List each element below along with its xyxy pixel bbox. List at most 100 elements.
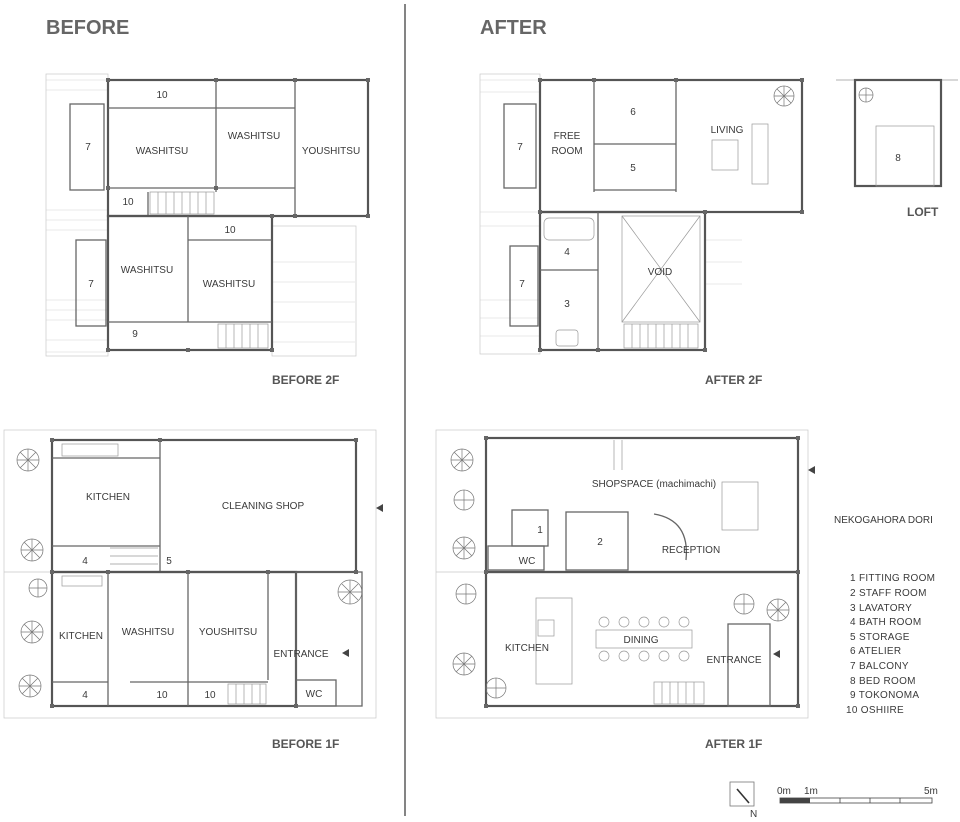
after-2f-balcony-top [503, 103, 537, 189]
before-1f-kitchen-counter-2 [61, 575, 103, 587]
before-1f-kitchen-counter [61, 443, 119, 457]
after-1f-entry-arrow-2 [773, 650, 780, 658]
before-1f-label-10b: 10 [204, 690, 216, 701]
before-1f-label-kitchen-1: KITCHEN [86, 492, 130, 503]
loft-caption: LOFT [907, 205, 939, 219]
before-1f-trees [16, 448, 363, 698]
before-1f-stairs [110, 547, 267, 705]
after-2f-sofa [751, 123, 769, 185]
before-1f-label-youshitsu: YOUSHITSU [199, 627, 257, 638]
after-1f-plan: SHOPSPACE (machimachi) 1 2 RECEPTION WC … [435, 429, 815, 719]
scale-label-5m: 5m [924, 786, 938, 797]
legend-item: 1 FITTING ROOM [850, 573, 935, 584]
before-2f-caption: BEFORE 2F [272, 373, 339, 387]
after-2f-label-room: ROOM [551, 146, 582, 157]
before-2f-plan: 10 7 WASHITSU WASHITSU YOUSHITSU 10 10 7… [45, 73, 370, 357]
legend-item: 6 ATELIER [850, 646, 901, 657]
legend-item: 10 OSHIIRE [846, 705, 904, 716]
after-2f-roof-hatch [480, 79, 742, 337]
after-header: AFTER [480, 17, 547, 39]
before-1f-entry-arrow [376, 504, 383, 512]
after-1f-stairs [653, 681, 705, 705]
street-label: NEKOGAHORA DORI [834, 515, 933, 526]
legend-item: 9 TOKONOMA [850, 690, 919, 701]
after-2f-label-7a: 7 [517, 142, 523, 153]
before-2f-label-7b: 7 [88, 279, 94, 290]
before-1f-label-entrance: ENTRANCE [273, 649, 328, 660]
before-1f-label-kitchen-2: KITCHEN [59, 631, 103, 642]
before-2f-roof-edge-right [271, 225, 357, 357]
after-1f-reception-counter [653, 513, 688, 561]
before-1f-label-10a: 10 [156, 690, 168, 701]
after-2f-label-4: 4 [564, 247, 570, 258]
after-2f-label-6: 6 [630, 107, 636, 118]
scale-label-1m: 1m [804, 786, 818, 797]
loft-plan: 8 [836, 78, 958, 188]
before-2f-label-7a: 7 [85, 142, 91, 153]
after-1f-stove [537, 619, 555, 637]
before-2f-label-washitsu-4: WASHITSU [203, 279, 255, 290]
before-1f-label-4b: 4 [82, 690, 88, 701]
after-2f-label-free: FREE [554, 131, 581, 142]
loft-tree [858, 87, 874, 103]
after-1f-label-1: 1 [537, 525, 543, 536]
before-2f-label-washitsu-1: WASHITSU [136, 146, 188, 157]
after-2f-bathtub [543, 217, 595, 241]
north-arrow: N [729, 781, 757, 820]
after-2f-caption: AFTER 2F [705, 373, 762, 387]
before-2f-label-10-top: 10 [156, 90, 168, 101]
before-2f-label-washitsu-2: WASHITSU [228, 131, 280, 142]
before-1f-label-washitsu: WASHITSU [122, 627, 174, 638]
legend-item: 7 BALCONY [850, 661, 909, 672]
legend-item: 8 BED ROOM [850, 676, 916, 687]
legend-item: 5 STORAGE [850, 632, 910, 643]
after-2f-void-cross [621, 215, 701, 349]
before-2f-label-washitsu-3: WASHITSU [121, 265, 173, 276]
after-1f-label-dining: DINING [624, 635, 659, 646]
before-header: BEFORE [46, 17, 129, 39]
before-1f-label-wc: WC [306, 689, 323, 700]
loft-label-8: 8 [895, 153, 901, 164]
legend-item: 2 STAFF ROOM [850, 588, 927, 599]
before-2f-balcony-bottom [75, 239, 107, 327]
after-1f-entry-arrow [808, 466, 815, 474]
after-1f-label-shopspace: SHOPSPACE (machimachi) [592, 479, 716, 490]
after-1f-label-kitchen: KITCHEN [505, 643, 549, 654]
before-1f-label-cleaning-shop: CLEANING SHOP [222, 501, 305, 512]
after-1f-site-edge [435, 429, 809, 719]
after-1f-staff-room [565, 511, 629, 571]
before-1f-plan: KITCHEN CLEANING SHOP 4 5 KITCHEN WASHIT… [3, 429, 383, 719]
before-2f-balcony-top [69, 103, 105, 191]
before-1f-entry-arrow-2 [342, 649, 349, 657]
before-2f-label-youshitsu: YOUSHITSU [302, 146, 360, 157]
after-2f-lower-block [538, 210, 707, 352]
after-1f-label-reception: RECEPTION [662, 545, 720, 556]
before-1f-wc-block [295, 679, 337, 707]
after-2f-tree [773, 85, 795, 107]
after-1f-kitchen-island [535, 597, 573, 685]
before-1f-upper-block [50, 438, 358, 574]
after-1f-dining-chairs [598, 616, 690, 662]
before-1f-label-5: 5 [166, 556, 172, 567]
legend-item: 3 LAVATORY [850, 603, 912, 614]
before-1f-label-4a: 4 [82, 556, 88, 567]
after-1f-wc [487, 545, 545, 571]
room-legend: 1 FITTING ROOM 2 STAFF ROOM 3 LAVATORY 4… [846, 573, 935, 716]
after-2f-label-7b: 7 [519, 279, 525, 290]
after-2f-table [711, 139, 739, 171]
after-2f-balcony-bottom [509, 245, 539, 327]
before-1f-site-edge [3, 429, 377, 719]
after-2f-posts [538, 78, 804, 352]
legend-item: 4 BATH ROOM [850, 617, 921, 628]
after-1f-display-table [721, 481, 759, 531]
loft-walls [853, 78, 943, 188]
after-1f-caption: AFTER 1F [705, 737, 762, 751]
after-2f-washbasin [555, 329, 579, 347]
before-2f-posts [106, 78, 370, 352]
after-2f-label-living: LIVING [711, 125, 744, 136]
after-1f-label-entrance: ENTRANCE [706, 655, 761, 666]
before-2f-stairs [149, 191, 269, 349]
loft-bed [875, 125, 935, 187]
before-2f-label-10-mid: 10 [122, 197, 134, 208]
